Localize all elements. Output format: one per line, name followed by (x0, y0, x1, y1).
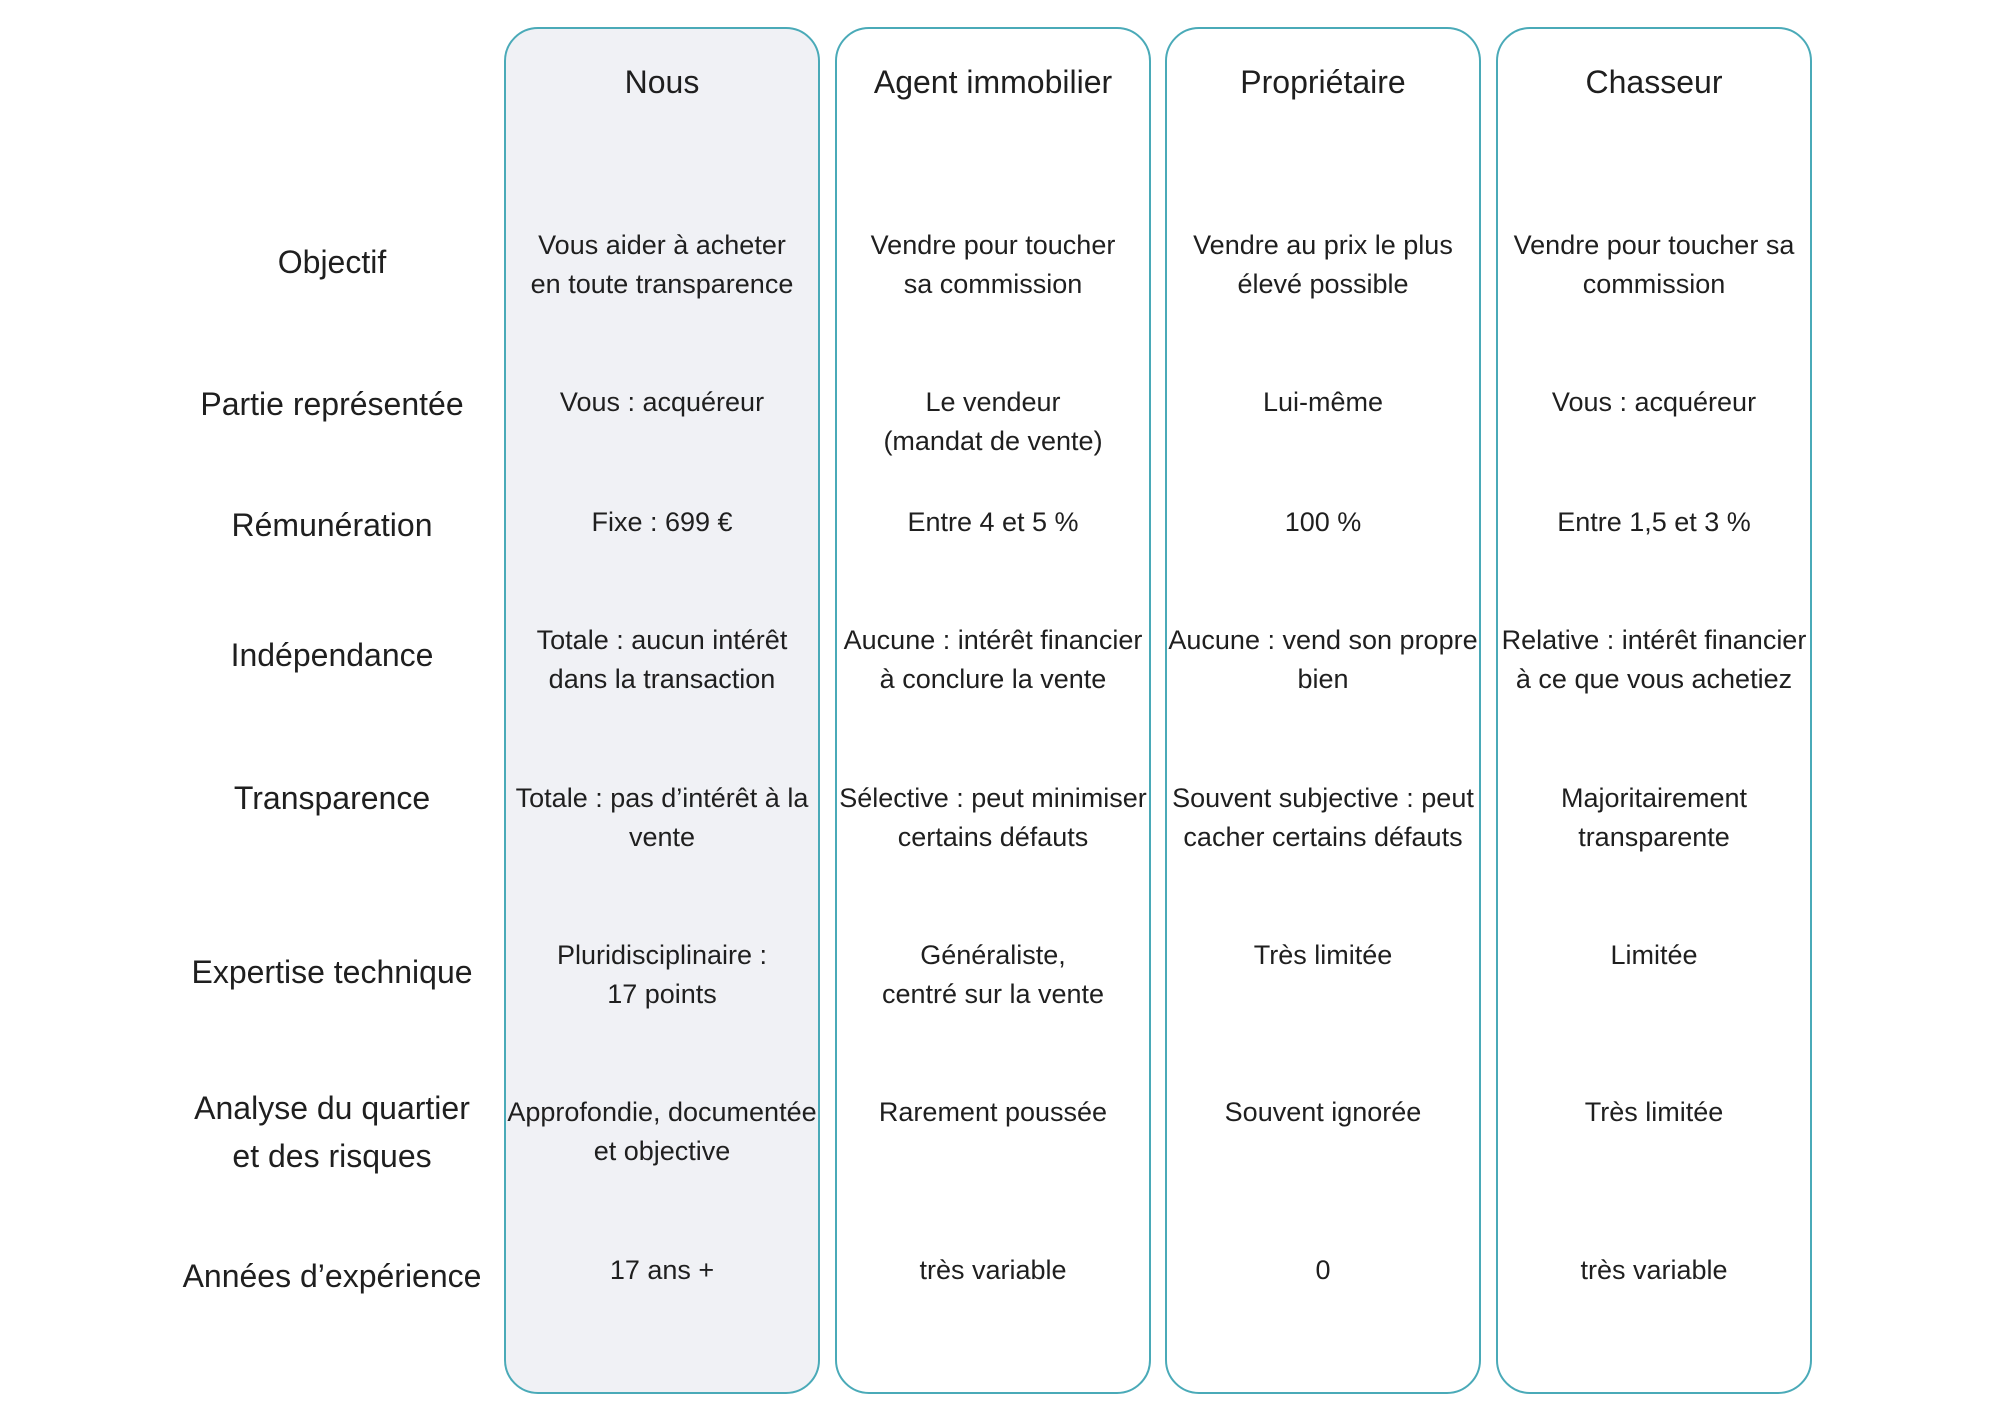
row-label-remuneration: Rémunération (231, 507, 433, 543)
cell-independance-nous: Totale : aucun intérêt dans la transacti… (536, 625, 788, 694)
cell-objectif-proprietaire: Vendre au prix le plus élevé possible (1193, 230, 1453, 299)
cell-partie-proprietaire: Lui-même (1262, 387, 1384, 417)
cell-partie-agent: Le vendeur (mandat de vente) (883, 387, 1103, 456)
cell-transparence-agent: Sélective : peut minimiser certains défa… (839, 783, 1147, 852)
cell-analyse-proprietaire: Souvent ignorée (1224, 1097, 1422, 1127)
cell-remuneration-nous: Fixe : 699 € (591, 507, 733, 537)
row-label-annees-experience: Années d’expérience (182, 1258, 482, 1294)
cell-expertise-proprietaire: Très limitée (1253, 940, 1393, 970)
cell-independance-chasseur: Relative : intérêt financier à ce que vo… (1501, 625, 1807, 694)
cell-transparence-proprietaire: Souvent subjective : peut cacher certain… (1172, 783, 1474, 852)
column-header-nous: Nous (624, 64, 700, 100)
cell-independance-agent: Aucune : intérêt financier à conclure la… (843, 625, 1143, 694)
cell-experience-agent: très variable (919, 1255, 1067, 1285)
column-header-chasseur: Chasseur (1585, 64, 1723, 100)
cell-expertise-agent: Généraliste, centré sur la vente (881, 940, 1105, 1009)
column-box-agent-immobilier (835, 27, 1151, 1394)
row-label-objectif: Objectif (277, 244, 387, 280)
row-label-expertise-technique: Expertise technique (191, 954, 473, 990)
cell-analyse-nous: Approfondie, documentée et objective (507, 1097, 817, 1166)
cell-experience-chasseur: très variable (1580, 1255, 1728, 1285)
column-box-chasseur (1496, 27, 1812, 1394)
cell-experience-proprietaire: 0 (1315, 1255, 1331, 1285)
cell-partie-nous: Vous : acquéreur (559, 387, 765, 417)
cell-partie-chasseur: Vous : acquéreur (1551, 387, 1757, 417)
cell-analyse-chasseur: Très limitée (1584, 1097, 1724, 1127)
row-label-independance: Indépendance (230, 637, 434, 673)
column-box-proprietaire (1165, 27, 1481, 1394)
cell-remuneration-agent: Entre 4 et 5 % (907, 507, 1079, 537)
cell-expertise-chasseur: Limitée (1610, 940, 1698, 970)
cell-remuneration-chasseur: Entre 1,5 et 3 % (1557, 507, 1751, 537)
row-label-partie-representee: Partie représentée (200, 386, 464, 422)
column-header-agent-immobilier: Agent immobilier (873, 64, 1113, 100)
cell-expertise-nous: Pluridisciplinaire : 17 points (556, 940, 768, 1009)
column-box-nous (504, 27, 820, 1394)
cell-analyse-agent: Rarement poussée (878, 1097, 1108, 1127)
cell-experience-nous: 17 ans + (609, 1255, 715, 1285)
cell-objectif-nous: Vous aider à acheter en toute transparen… (530, 230, 794, 299)
cell-objectif-chasseur: Vendre pour toucher sa commission (1513, 230, 1795, 299)
cell-objectif-agent: Vendre pour toucher sa commission (870, 230, 1116, 299)
column-header-proprietaire: Propriétaire (1240, 64, 1406, 100)
cell-remuneration-proprietaire: 100 % (1284, 507, 1362, 537)
cell-transparence-chasseur: Majoritairement transparente (1560, 783, 1748, 852)
cell-independance-proprietaire: Aucune : vend son propre bien (1168, 625, 1478, 694)
row-label-transparence: Transparence (233, 780, 431, 816)
cell-transparence-nous: Totale : pas d’intérêt à la vente (515, 783, 809, 852)
row-label-analyse-quartier: Analyse du quartier et des risques (194, 1090, 470, 1174)
